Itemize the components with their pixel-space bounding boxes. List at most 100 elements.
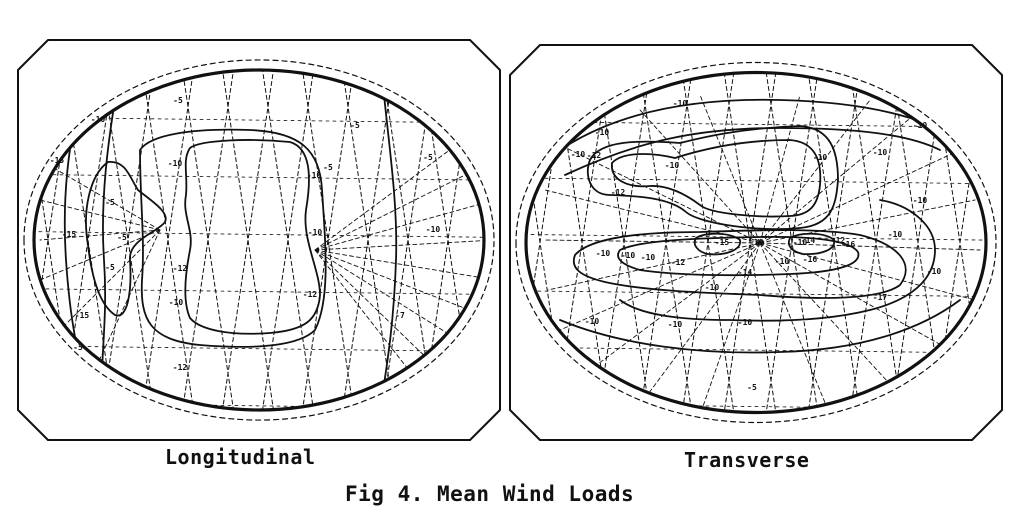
contour-value-label: -17 — [873, 293, 888, 302]
contour-value-label: -15 — [62, 230, 77, 239]
fan-line — [314, 199, 484, 251]
contour-line — [693, 232, 741, 256]
grid-line — [34, 402, 484, 410]
grid-line — [34, 231, 484, 238]
grid-line — [417, 70, 479, 410]
contour-value-label: -10 — [738, 318, 753, 327]
grid-line — [6, 45, 66, 440]
grid-line — [6, 45, 66, 440]
contour-value-label: -10 — [641, 253, 656, 262]
contour-value-label: -12 — [671, 258, 686, 267]
contour-line — [379, 74, 398, 410]
grid-line — [526, 403, 986, 410]
figure-caption: Fig 4. Mean Wind Loads — [345, 482, 635, 506]
panel-title-transverse: Transverse — [684, 448, 810, 472]
contour-value-label: -16 — [803, 255, 818, 264]
contour-value-label: -10 — [308, 228, 323, 237]
contour-value-label: -12 — [831, 236, 846, 245]
hull-outline — [32, 68, 486, 412]
contour-value-label: -10 — [913, 196, 928, 205]
panel-title-longitudinal: Longitudinal — [165, 445, 316, 469]
fan-line — [759, 94, 801, 244]
grid-line — [898, 40, 958, 440]
fan-line — [699, 242, 761, 413]
contour-value-label: -10 — [668, 320, 683, 329]
outer-dashed-outline — [515, 61, 997, 424]
contour-value-label: -5 — [105, 198, 115, 207]
grid-line — [526, 290, 986, 298]
grid-line — [90, 45, 150, 440]
contour-line — [139, 128, 327, 348]
contour-value-label: -12 — [303, 290, 318, 299]
contour-value-label: -10 — [595, 128, 610, 137]
contour-value-label: -12 — [587, 151, 602, 160]
fan-line — [314, 239, 484, 251]
fan-line — [759, 242, 901, 396]
grid-line — [761, 72, 823, 413]
contour-value-label: -10 — [888, 230, 903, 239]
grid-line — [34, 345, 484, 353]
contour-value-label: -7 — [395, 311, 405, 320]
panel-longitudinal: -5-10-10-10-10-15-15-12-10-5-5-5-5-5-10-… — [17, 39, 1024, 441]
grid-line — [929, 72, 986, 413]
fan-line — [89, 229, 161, 381]
contour-line — [586, 125, 839, 230]
contour-value-label: -15 — [715, 238, 730, 247]
grid-line — [1014, 45, 1024, 440]
contour-line — [184, 139, 321, 335]
fan-line — [589, 242, 761, 371]
grid-line — [1014, 45, 1024, 440]
grid-line — [174, 45, 234, 440]
contour-value-label: -5 — [117, 233, 127, 242]
contour-value-label: -10 — [169, 298, 184, 307]
grid-line — [18, 60, 500, 66]
fan-line — [559, 242, 761, 331]
grid-line — [0, 45, 24, 440]
grid-line — [526, 72, 571, 413]
grid-line — [971, 72, 986, 413]
contour-value-label: -5 — [73, 343, 83, 352]
contour-value-label: -10 — [927, 267, 942, 276]
grid-line — [887, 72, 949, 413]
fan-line — [759, 149, 961, 244]
contour-value-label: -10 — [749, 238, 764, 247]
grid-line — [174, 45, 234, 440]
contour-group — [559, 98, 961, 354]
contour-value-label: -10 — [91, 115, 106, 124]
contour-value-label: -15 — [75, 311, 90, 320]
panel-transverse: -10-10-10-10-12-12-10-10-10-12-15-10-10-… — [0, 44, 1024, 441]
contour-line — [611, 139, 822, 218]
fan-line — [314, 249, 484, 361]
hull-outline — [524, 70, 988, 415]
contour-value-label: -10 — [621, 251, 636, 260]
contour-value-label: -10 — [665, 161, 680, 170]
grid-line — [526, 346, 986, 354]
contour-value-label: -10 — [775, 257, 790, 266]
contour-value-label: -10 — [793, 238, 808, 247]
grid-line — [34, 70, 79, 410]
contour-value-label: -5 — [173, 96, 183, 105]
grid-line — [34, 70, 79, 410]
grid-line — [526, 72, 529, 413]
grid-line — [510, 65, 1002, 71]
grid-line — [1018, 40, 1024, 440]
fan-line — [314, 119, 484, 251]
grid-line — [34, 173, 484, 181]
contour-value-label: -10 — [873, 148, 888, 157]
contour-line — [564, 127, 941, 176]
grid-line — [48, 45, 108, 440]
contour-value-label: -16 — [841, 240, 856, 249]
grid-line — [526, 121, 986, 128]
grid-line — [898, 40, 958, 440]
grid-line — [132, 45, 192, 440]
grid-line — [90, 45, 150, 440]
contour-line — [85, 161, 167, 317]
contour-line — [619, 199, 936, 322]
grid-line — [971, 72, 986, 413]
contour-value-label: -10 — [571, 150, 586, 159]
grid-line — [48, 45, 108, 440]
contour-line — [572, 229, 907, 299]
fan-line — [314, 159, 484, 251]
fan-line — [314, 249, 484, 281]
contour-value-label: -5 — [323, 163, 333, 172]
